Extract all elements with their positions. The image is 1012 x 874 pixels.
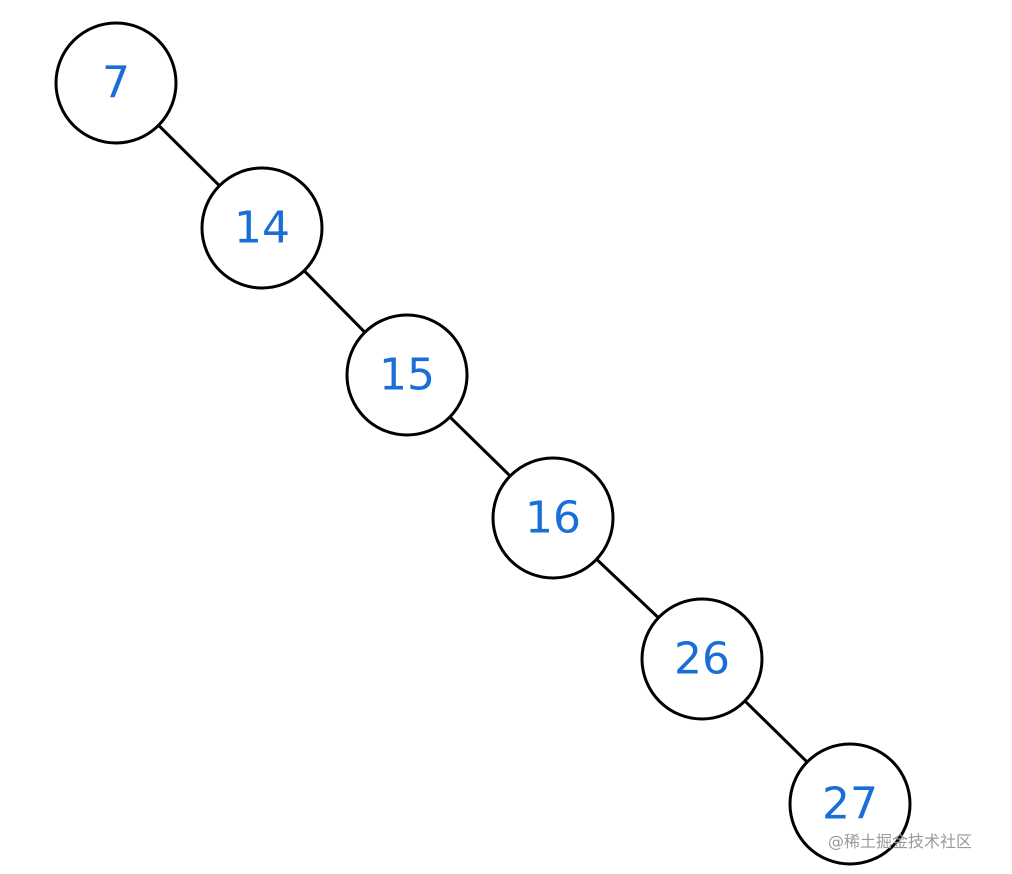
node-circle — [345, 313, 469, 437]
node-label: 26 — [674, 634, 730, 685]
edge-n16-n26 — [595, 558, 660, 619]
edge-n7-n14 — [157, 124, 221, 187]
tree-node-26: 26 — [640, 597, 764, 721]
tree-node-27: 27 — [788, 742, 912, 866]
edge-n26-n27 — [743, 699, 809, 764]
tree-node-14: 14 — [200, 166, 324, 290]
edge-n14-n15 — [303, 269, 366, 334]
node-label: 15 — [379, 350, 435, 401]
node-label: 27 — [822, 779, 878, 830]
node-circle — [640, 597, 764, 721]
watermark: @稀土掘金技术社区 — [828, 832, 973, 851]
node-circle — [491, 456, 615, 580]
node-label: 14 — [234, 203, 290, 254]
edge-n15-n16 — [448, 415, 512, 478]
node-circle — [788, 742, 912, 866]
tree-edges — [157, 124, 809, 764]
node-circle — [200, 166, 324, 290]
tree-node-7: 7 — [54, 21, 178, 145]
node-label: 7 — [102, 58, 130, 109]
tree-nodes: 7 14 15 16 26 27 — [54, 21, 912, 866]
tree-node-16: 16 — [491, 456, 615, 580]
node-circle — [54, 21, 178, 145]
tree-node-15: 15 — [345, 313, 469, 437]
node-label: 16 — [525, 493, 581, 544]
